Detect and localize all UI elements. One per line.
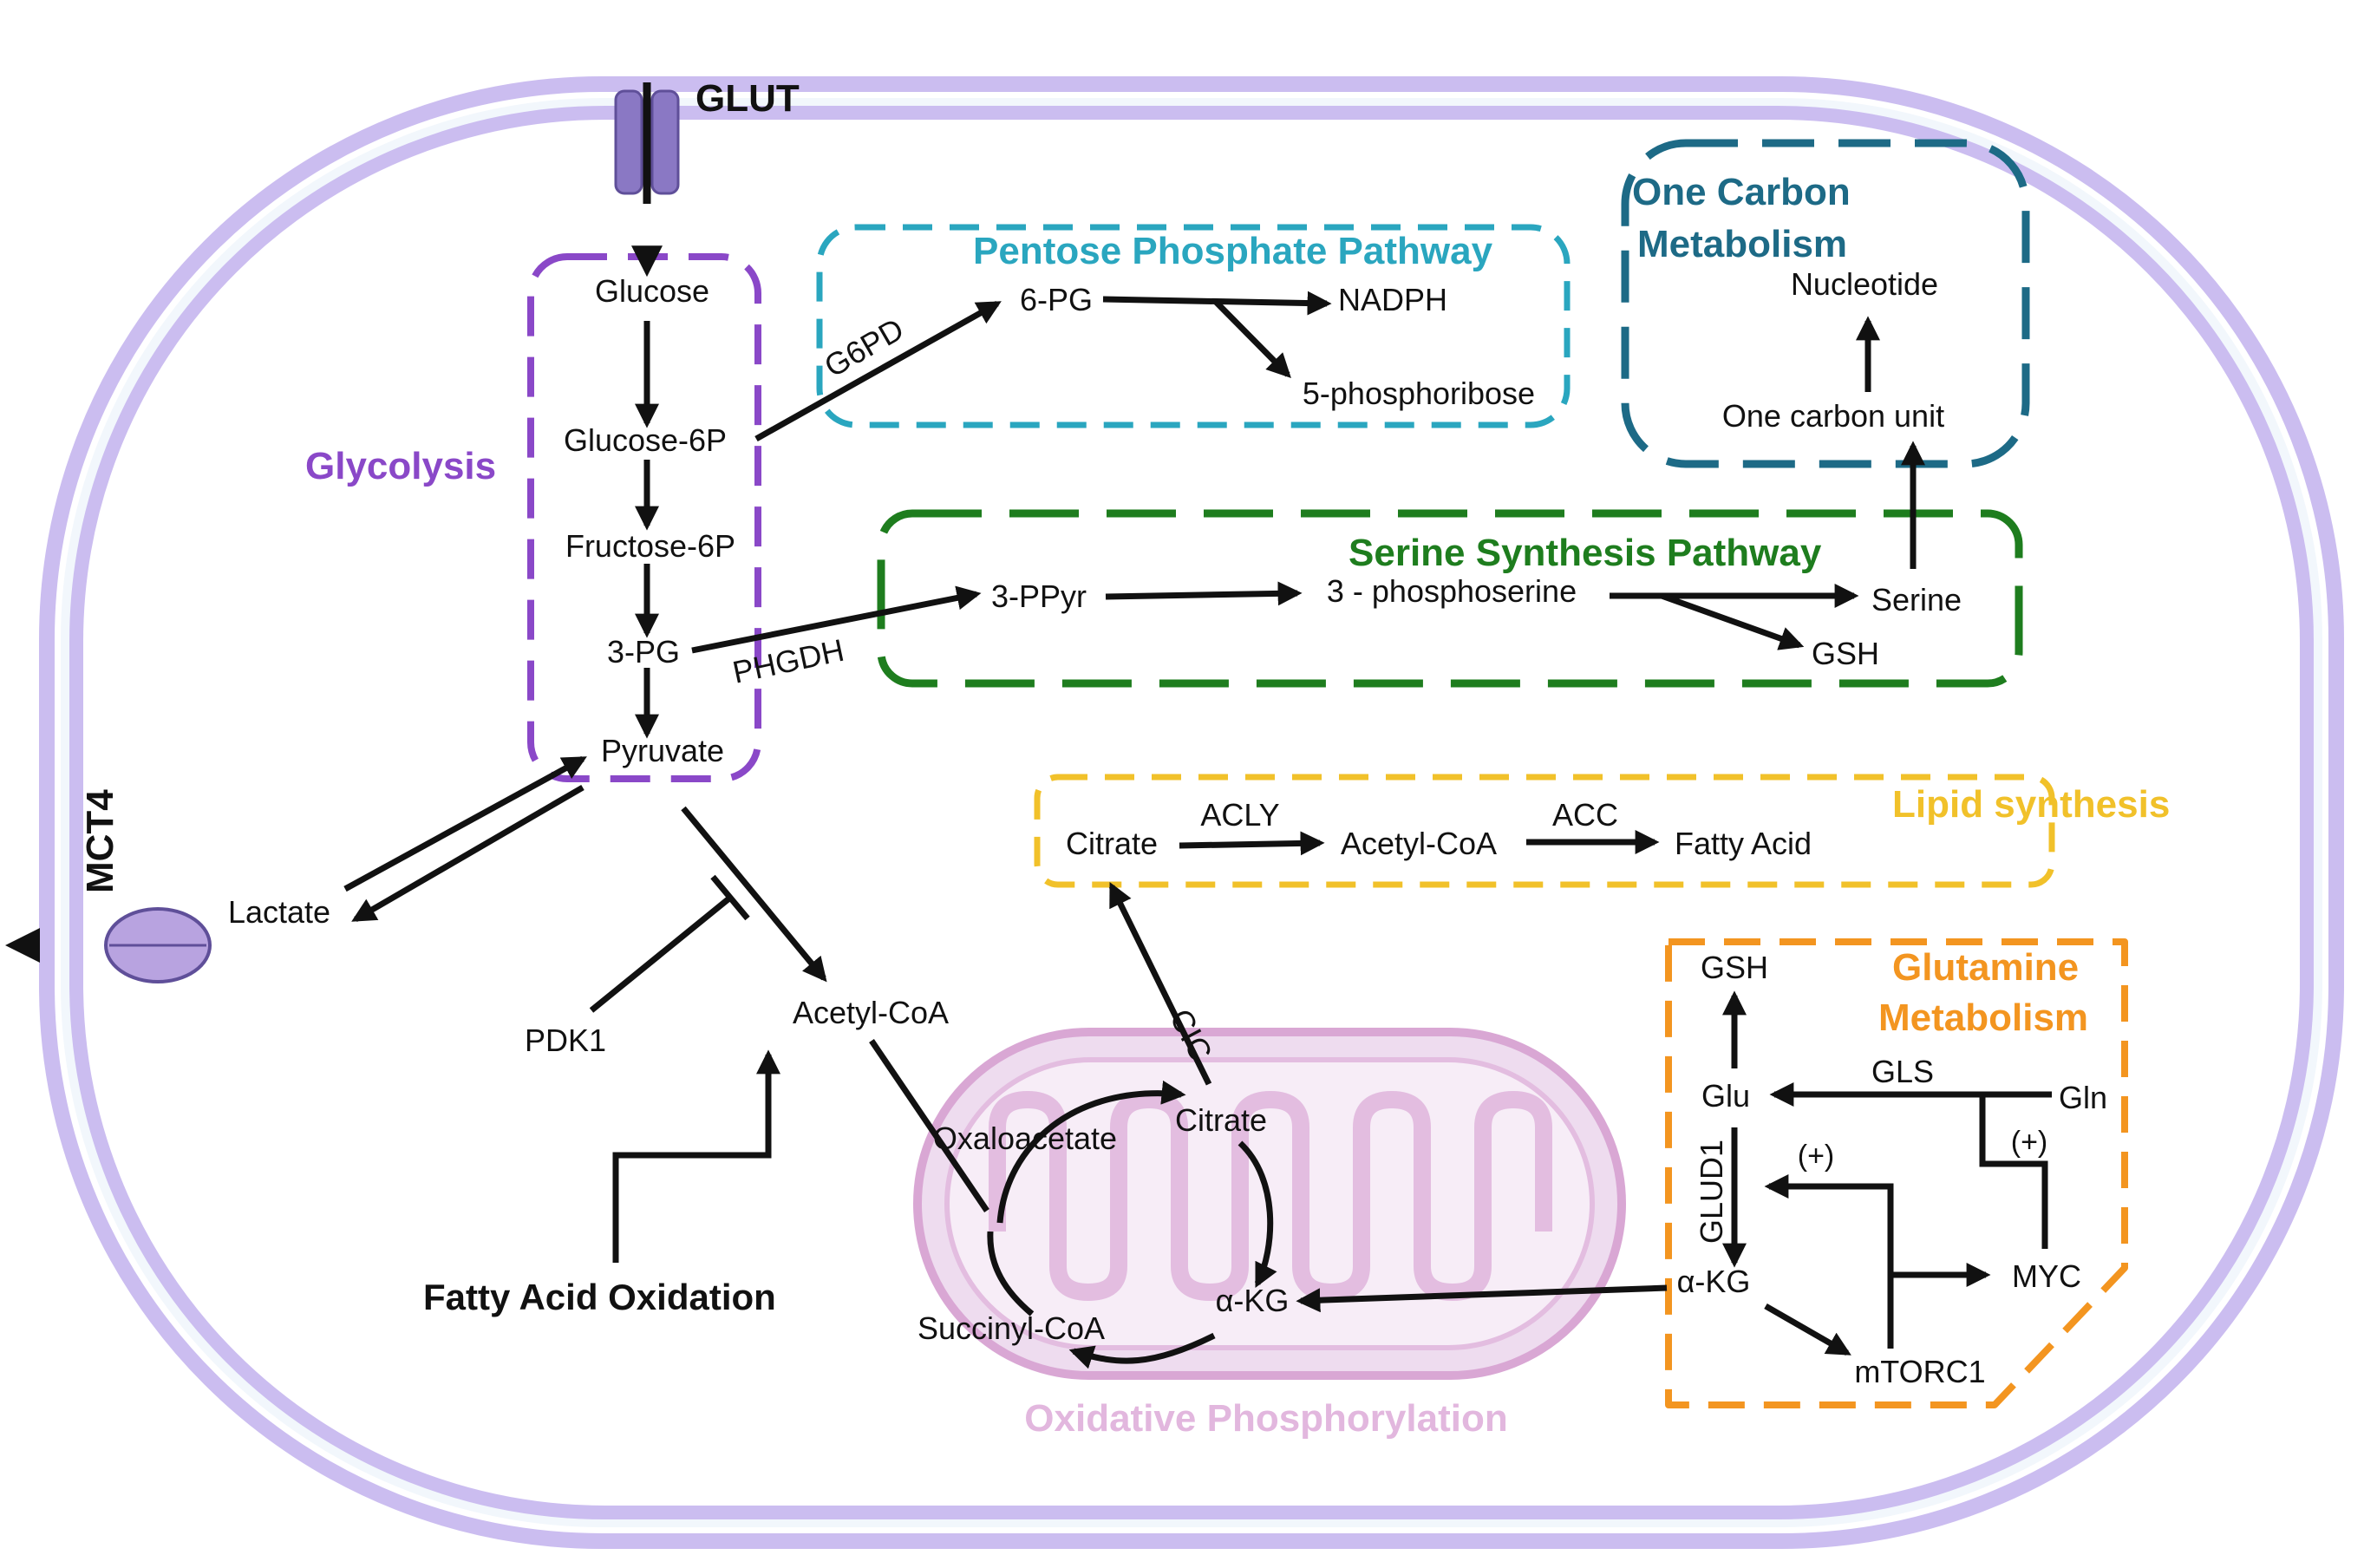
tca-cycle — [987, 1080, 1277, 1369]
metabolite-acetyl-coa-lipid: Acetyl-CoA — [1341, 826, 1497, 861]
fao-label: Fatty Acid Oxidation — [423, 1277, 776, 1317]
metabolite-pdk1: PDK1 — [525, 1022, 606, 1058]
arrow-6pg-nadph — [1102, 291, 1332, 316]
one-carbon-title-line2: Metabolism — [1637, 223, 1847, 265]
metabolite-akg-tca: α-KG — [1216, 1283, 1290, 1318]
metabolite-acetyl-coa: Acetyl-CoA — [793, 995, 949, 1030]
metabolite-oxaloacetate: Oxaloacetate — [933, 1120, 1117, 1156]
metabolite-5-phosphoribose: 5-phosphoribose — [1303, 376, 1535, 411]
lipid-title: Lipid synthesis — [1892, 783, 2170, 826]
pdk1-inhibition-bar — [710, 874, 750, 921]
arrow-citrate-lipid — [1108, 881, 1212, 1086]
metabolite-nucleotide: Nucleotide — [1791, 266, 1938, 302]
arrow-g6p-6pg — [754, 300, 1002, 442]
enzyme-gls: GLS — [1871, 1054, 1934, 1089]
arrow-acetylcoa-tca — [869, 1039, 989, 1212]
metabolite-one-carbon-unit: One carbon unit — [1722, 398, 1944, 434]
arrow-lactate-pyruvate — [343, 755, 587, 892]
enzyme-plus-gln: (+) — [2011, 1126, 2048, 1159]
metabolite-gsh-serine: GSH — [1812, 636, 1879, 671]
arrow-ppyr-phosphoserine — [1105, 581, 1303, 606]
metabolite-akg-glutamine: α-KG — [1677, 1264, 1751, 1299]
metabolite-glu: Glu — [1701, 1078, 1750, 1114]
glutamine-title-line1: Glutamine — [1892, 946, 2079, 989]
arrow-6pg-phosphoribose — [1213, 299, 1291, 378]
oxphos-label: Oxidative Phosphorylation — [1024, 1397, 1507, 1440]
enzyme-acc: ACC — [1552, 797, 1618, 833]
cell-membrane-outer — [39, 76, 2344, 1549]
arrow-pyruvate-acetylcoa — [681, 806, 827, 983]
metabolite-3-ppyr: 3-PPyr — [991, 578, 1087, 614]
metabolite-6pg: 6-PG — [1020, 282, 1093, 317]
metabolite-succinyl-coa: Succinyl-CoA — [918, 1310, 1105, 1346]
enzyme-plus-mtorc1: (+) — [1798, 1140, 1835, 1173]
arrow-citrate-acetylcoa-lipid — [1179, 831, 1325, 856]
pentose-title: Pentose Phosphate Pathway — [973, 230, 1493, 272]
metabolite-pyruvate: Pyruvate — [601, 733, 724, 768]
arrow-3pg-ppyr — [691, 585, 982, 654]
one-carbon-title-line1: One Carbon — [1632, 171, 1851, 213]
enzyme-glud1: GLUD1 — [1694, 1140, 1729, 1244]
metabolite-3pg: 3-PG — [607, 634, 680, 670]
arrow-akg-mtorc1 — [1764, 1303, 1851, 1356]
arrow-phosphoserine-gsh — [1660, 592, 1805, 650]
metabolite-serine: Serine — [1871, 582, 1962, 617]
arrow-akg-tca — [1296, 1284, 1668, 1313]
metabolite-fatty-acid: Fatty Acid — [1675, 826, 1812, 861]
serine-box — [877, 509, 2023, 688]
arrow-pyruvate-lactate — [351, 784, 584, 923]
metabolite-nadph: NADPH — [1338, 282, 1447, 317]
metabolite-3-phosphoserine: 3 - phosphoserine — [1327, 573, 1577, 609]
metabolite-mtorc1: mTORC1 — [1854, 1354, 1985, 1389]
metabolite-gsh-glutamine: GSH — [1701, 950, 1768, 985]
glycolysis-title: Glycolysis — [305, 445, 496, 487]
arrow-fao-acetylcoa — [612, 1049, 780, 1263]
enzyme-acly: ACLY — [1200, 797, 1279, 833]
metabolite-citrate-lipid: Citrate — [1066, 826, 1158, 861]
glut-transporter-icon — [614, 82, 680, 204]
arrow-mtorc1-glu-plus — [1764, 1174, 1894, 1349]
metabolite-glucose: Glucose — [595, 273, 709, 309]
pentose-box — [816, 224, 1571, 428]
glutamine-title-line2: Metabolism — [1878, 996, 2088, 1039]
arrow-gln-myc-plus — [1979, 1094, 2048, 1249]
metabolite-myc: MYC — [2012, 1258, 2081, 1294]
metabolite-citrate-tca: Citrate — [1175, 1102, 1267, 1138]
metabolite-glucose-6p: Glucose-6P — [564, 422, 727, 458]
lipid-box — [1034, 774, 2055, 888]
serine-title: Serine Synthesis Pathway — [1349, 532, 1822, 574]
glut-label: GLUT — [695, 77, 800, 120]
metabolite-fructose-6p: Fructose-6P — [565, 528, 735, 564]
mct4-label: MCT4 — [79, 789, 121, 893]
pdk1-inhibition — [589, 895, 733, 1013]
one-carbon-box — [1621, 139, 2030, 468]
metabolite-lactate: Lactate — [228, 894, 330, 930]
metabolite-gln: Gln — [2059, 1080, 2107, 1115]
